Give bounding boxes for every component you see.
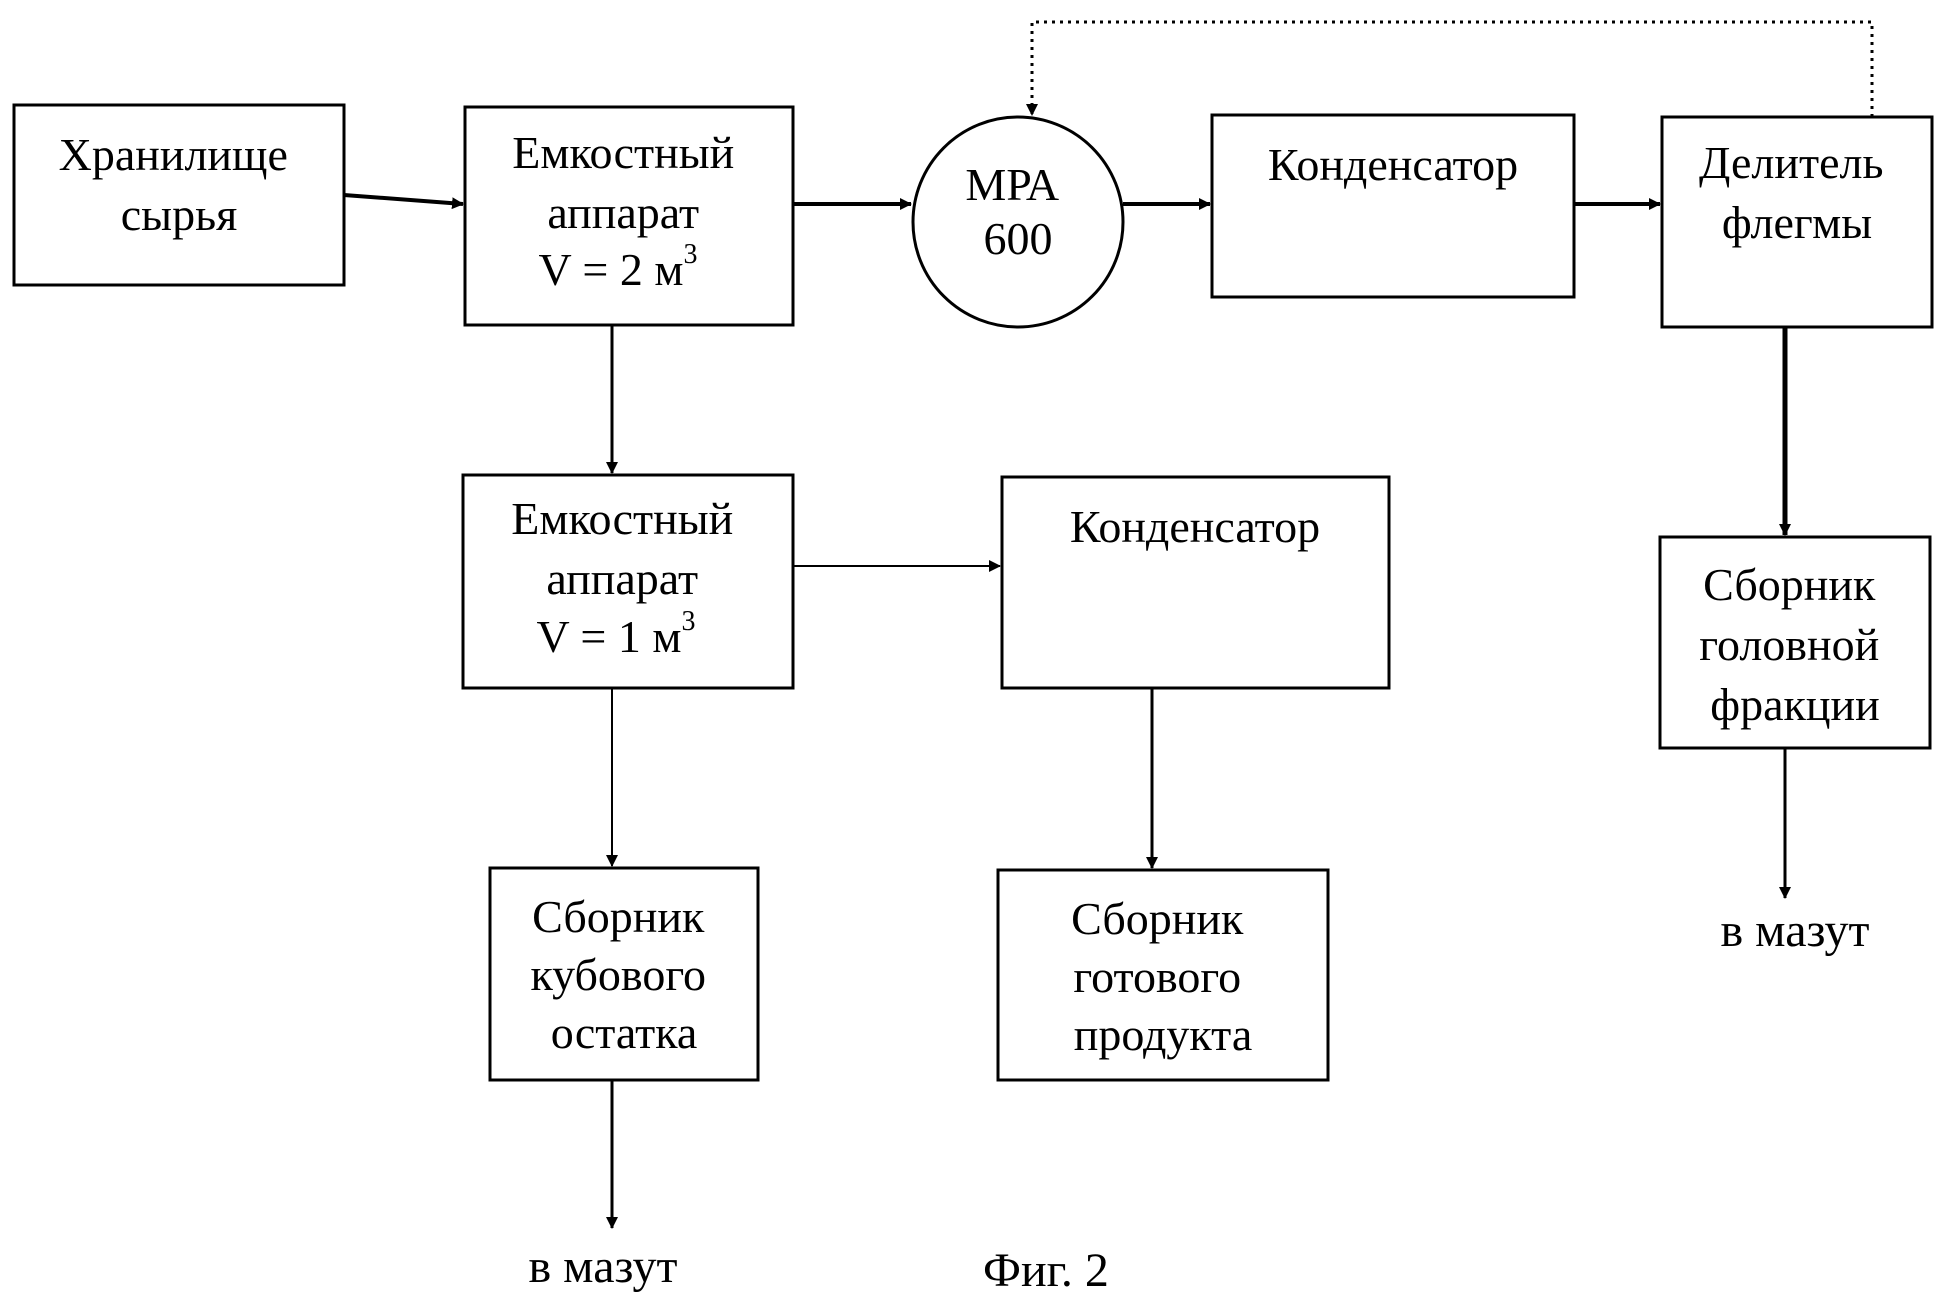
vessel-2m3-label: Емкостный аппарат V = 2 м3 (512, 127, 746, 295)
reflux-return-line (1032, 22, 1872, 117)
vessel-1m3-label: Емкостный аппарат V = 1 м3 (511, 493, 745, 662)
fuel-oil-output-left: в мазут (529, 1240, 678, 1293)
reflux-splitter-label: Делитель флегмы (1699, 137, 1895, 248)
head-fraction-collector-label: Сборник головной фракции (1699, 559, 1891, 730)
bottoms-collector-label: Сборник кубового остатка (530, 891, 717, 1058)
product-collector-label: Сборник готового продукта (1071, 893, 1255, 1060)
figure-caption: Фиг. 2 (983, 1244, 1109, 1297)
mpa-600-label: МРА 600 (965, 159, 1070, 264)
condenser-top-label: Конденсатор (1268, 139, 1518, 190)
arrow-storage-to-vessel2 (344, 195, 463, 204)
fuel-oil-output-right: в мазут (1721, 904, 1870, 957)
storage-label: Хранилище сырья (59, 129, 300, 240)
condenser-mid-label: Конденсатор (1070, 501, 1320, 552)
